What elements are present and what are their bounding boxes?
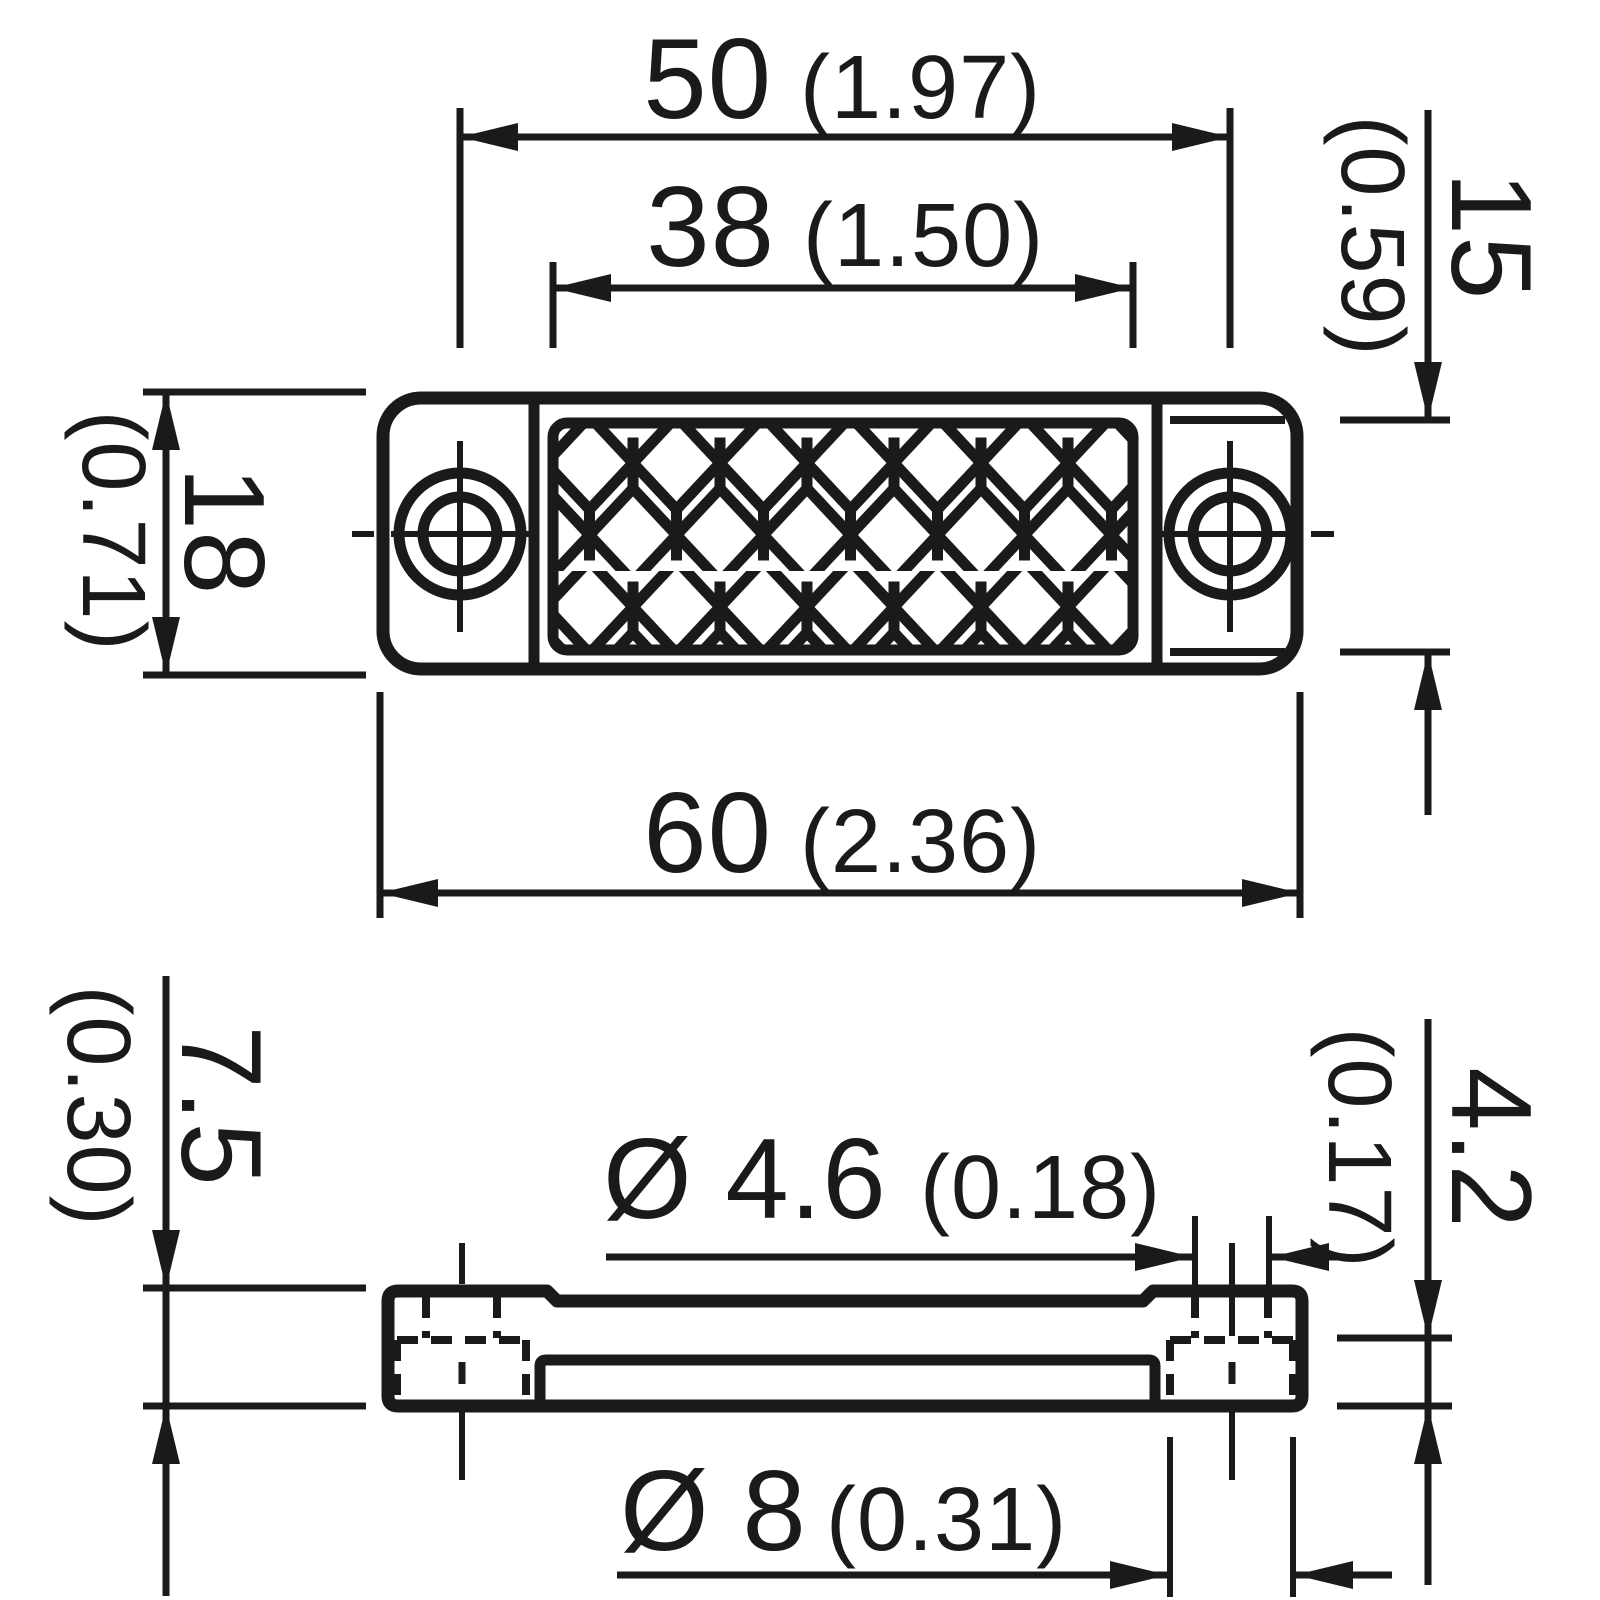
dim-15-mm: 15 <box>1427 172 1554 301</box>
dimension-height-right: 15 (0.59) <box>1322 110 1554 815</box>
dimension-reflector-width: 38 (1.50) <box>549 164 1137 348</box>
dim-60-mm: 60 <box>643 770 772 897</box>
reflector-frame <box>547 417 1139 656</box>
dim-15-inch: (0.59) <box>1322 115 1422 356</box>
side-channel-line <box>534 1354 1161 1401</box>
dim-50-inch: (1.97) <box>800 38 1041 138</box>
dim-60-inch: (2.36) <box>800 792 1041 892</box>
dim-18-mm: 18 <box>160 467 287 596</box>
side-outline <box>381 1284 1309 1413</box>
dim-7-5-mm: 7.5 <box>157 1025 284 1186</box>
dim-4-2-mm: 4.2 <box>1427 1067 1554 1228</box>
right-hidden-hole <box>1166 1243 1297 1480</box>
left-mounting-hole <box>352 441 530 632</box>
dimension-height-left: 18 (0.71) <box>63 388 366 679</box>
dim-8-mm: Ø 8 <box>620 1448 807 1575</box>
dimension-step-thickness: 4.2 (0.17) <box>1309 1019 1554 1585</box>
dim-50-mm: 50 <box>643 16 772 143</box>
dim-8-inch: (0.31) <box>826 1470 1067 1570</box>
dim-18-inch: (0.71) <box>63 410 163 651</box>
right-mounting-hole <box>1152 441 1334 632</box>
left-hidden-hole <box>393 1243 530 1480</box>
dim-4-6-inch: (0.18) <box>920 1138 1161 1238</box>
dim-4-6-mm: Ø 4.6 <box>603 1116 887 1243</box>
dim-38-inch: (1.50) <box>803 186 1044 286</box>
reflector-pattern <box>553 423 1133 650</box>
dim-38-mm: 38 <box>646 164 775 291</box>
dimension-hole-spacing: 50 (1.97) <box>456 16 1234 348</box>
dimension-counterbore-diameter: Ø 8 (0.31) <box>617 1437 1392 1597</box>
dimension-overall-width: 60 (2.36) <box>376 692 1304 918</box>
dimension-hole-diameter: Ø 4.6 (0.18) <box>603 1116 1345 1286</box>
side-view <box>381 1243 1309 1480</box>
dim-4-2-inch: (0.17) <box>1309 1027 1409 1268</box>
dim-7-5-inch: (0.30) <box>48 985 148 1226</box>
dimension-thickness: 7.5 (0.30) <box>48 976 366 1596</box>
top-view <box>352 391 1334 676</box>
